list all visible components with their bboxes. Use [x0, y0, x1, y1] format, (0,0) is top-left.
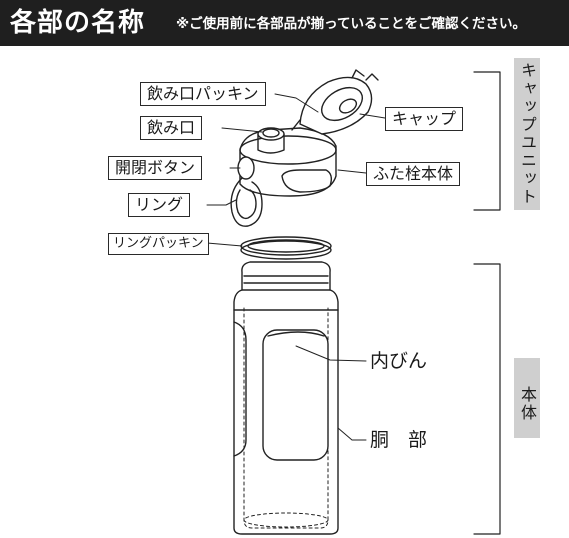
- label-dobu: 胴 部: [368, 428, 430, 452]
- label-ring-packing: リングパッキン: [108, 233, 209, 255]
- ring-packing-drawing: [240, 236, 332, 260]
- bottle-body-drawing: [233, 261, 339, 535]
- label-kaihei-button: 開閉ボタン: [108, 156, 203, 180]
- group-brackets: [473, 71, 501, 535]
- page-title: 各部の名称: [10, 8, 146, 38]
- header-bar: 各部の名称 ※ご使用前に各部品が揃っていることをご確認ください。: [0, 0, 569, 46]
- label-nomikuchi-packing: 飲み口パッキン: [140, 82, 266, 106]
- group-cap-unit: キャップユニット: [514, 58, 540, 210]
- label-ring: リング: [128, 193, 191, 217]
- header-note: ※ご使用前に各部品が揃っていることをご確認ください。: [176, 16, 526, 32]
- group-hontai: 本体: [514, 358, 540, 438]
- cap-unit-drawing: [230, 69, 379, 227]
- label-cap: キャップ: [385, 107, 464, 131]
- label-uchibin: 内びん: [368, 349, 430, 373]
- leader-lines: [206, 93, 386, 441]
- label-futasen-hontai: ふた栓本体: [366, 162, 461, 186]
- label-nomikuchi: 飲み口: [140, 116, 203, 140]
